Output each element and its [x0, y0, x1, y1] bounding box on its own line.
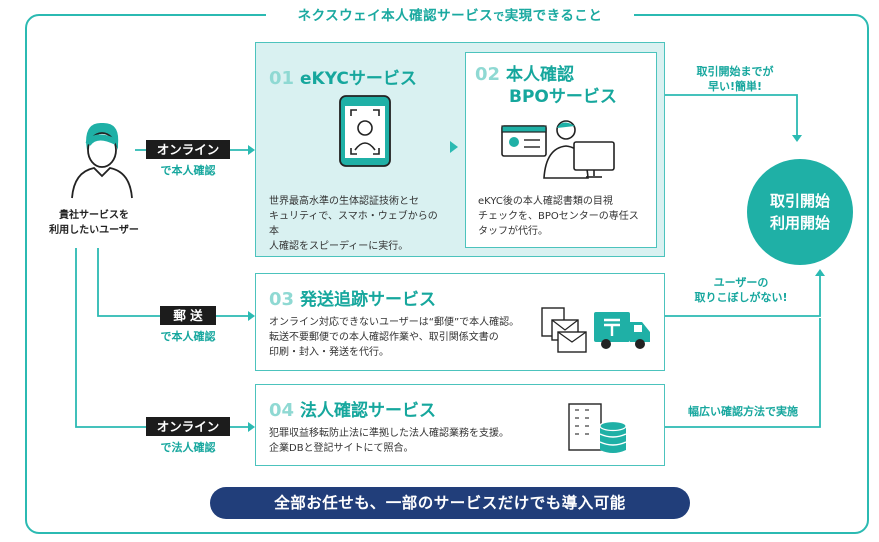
route-sub-online-identity: で本人確認 [160, 164, 216, 177]
person-icon [71, 122, 133, 199]
service-04-title: 04 法人確認サービス [269, 400, 436, 421]
service-01-title: 01 eKYCサービス [269, 68, 417, 89]
service-03-description: オンライン対応できないユーザーは“郵便”で本人確認。転送不要郵便での本人確認作業… [269, 317, 520, 358]
service-02-description: eKYC後の本人確認書類の目視チェックを、BPOセンターの専任スタッフが代行。 [478, 196, 639, 237]
side-note-methods: 幅広い確認方法で実施 [688, 405, 798, 418]
bottom-banner: 全部お任せも、一部のサービスだけでも導入可能 [210, 487, 690, 519]
route-sub-online-corporate: で法人確認 [160, 441, 216, 454]
database-icon [599, 420, 627, 453]
frame-title: ネクスウェイ本人確認サービスで実現できること [266, 4, 634, 24]
route-sub-mail: で本人確認 [160, 330, 216, 343]
route-tag-mail: 郵 送 [160, 306, 216, 325]
smartphone-face-icon [339, 95, 391, 167]
goal-circle: 取引開始利用開始 [747, 159, 853, 265]
truck-icon [594, 312, 650, 349]
route-tag-online-corporate: オンライン [146, 417, 230, 436]
flow-arrow-right-icon [450, 141, 458, 153]
mail-icon [541, 307, 587, 353]
service-03-title: 03 発送追跡サービス [269, 289, 436, 310]
building-icon [568, 403, 602, 451]
side-note-coverage: ユーザーの取りこぼしがない! [694, 276, 788, 304]
id-card-operator-icon [501, 120, 615, 179]
service-02-title: 02 本人確認 BPOサービス [475, 64, 617, 107]
user-label: 貴社サービスを利用したいユーザー [49, 210, 139, 236]
service-01-description: 世界最高水準の生体認証技術とセキュリティで、スマホ・ウェブからの本人確認をスピー… [269, 196, 438, 252]
route-tag-online-identity: オンライン [146, 140, 230, 159]
service-04-description: 犯罪収益移転防止法に準拠した法人確認業務を支援。企業DBと登記サイトにて照合。 [269, 428, 509, 454]
side-note-speed: 取引開始までが早い!簡単! [696, 65, 774, 93]
